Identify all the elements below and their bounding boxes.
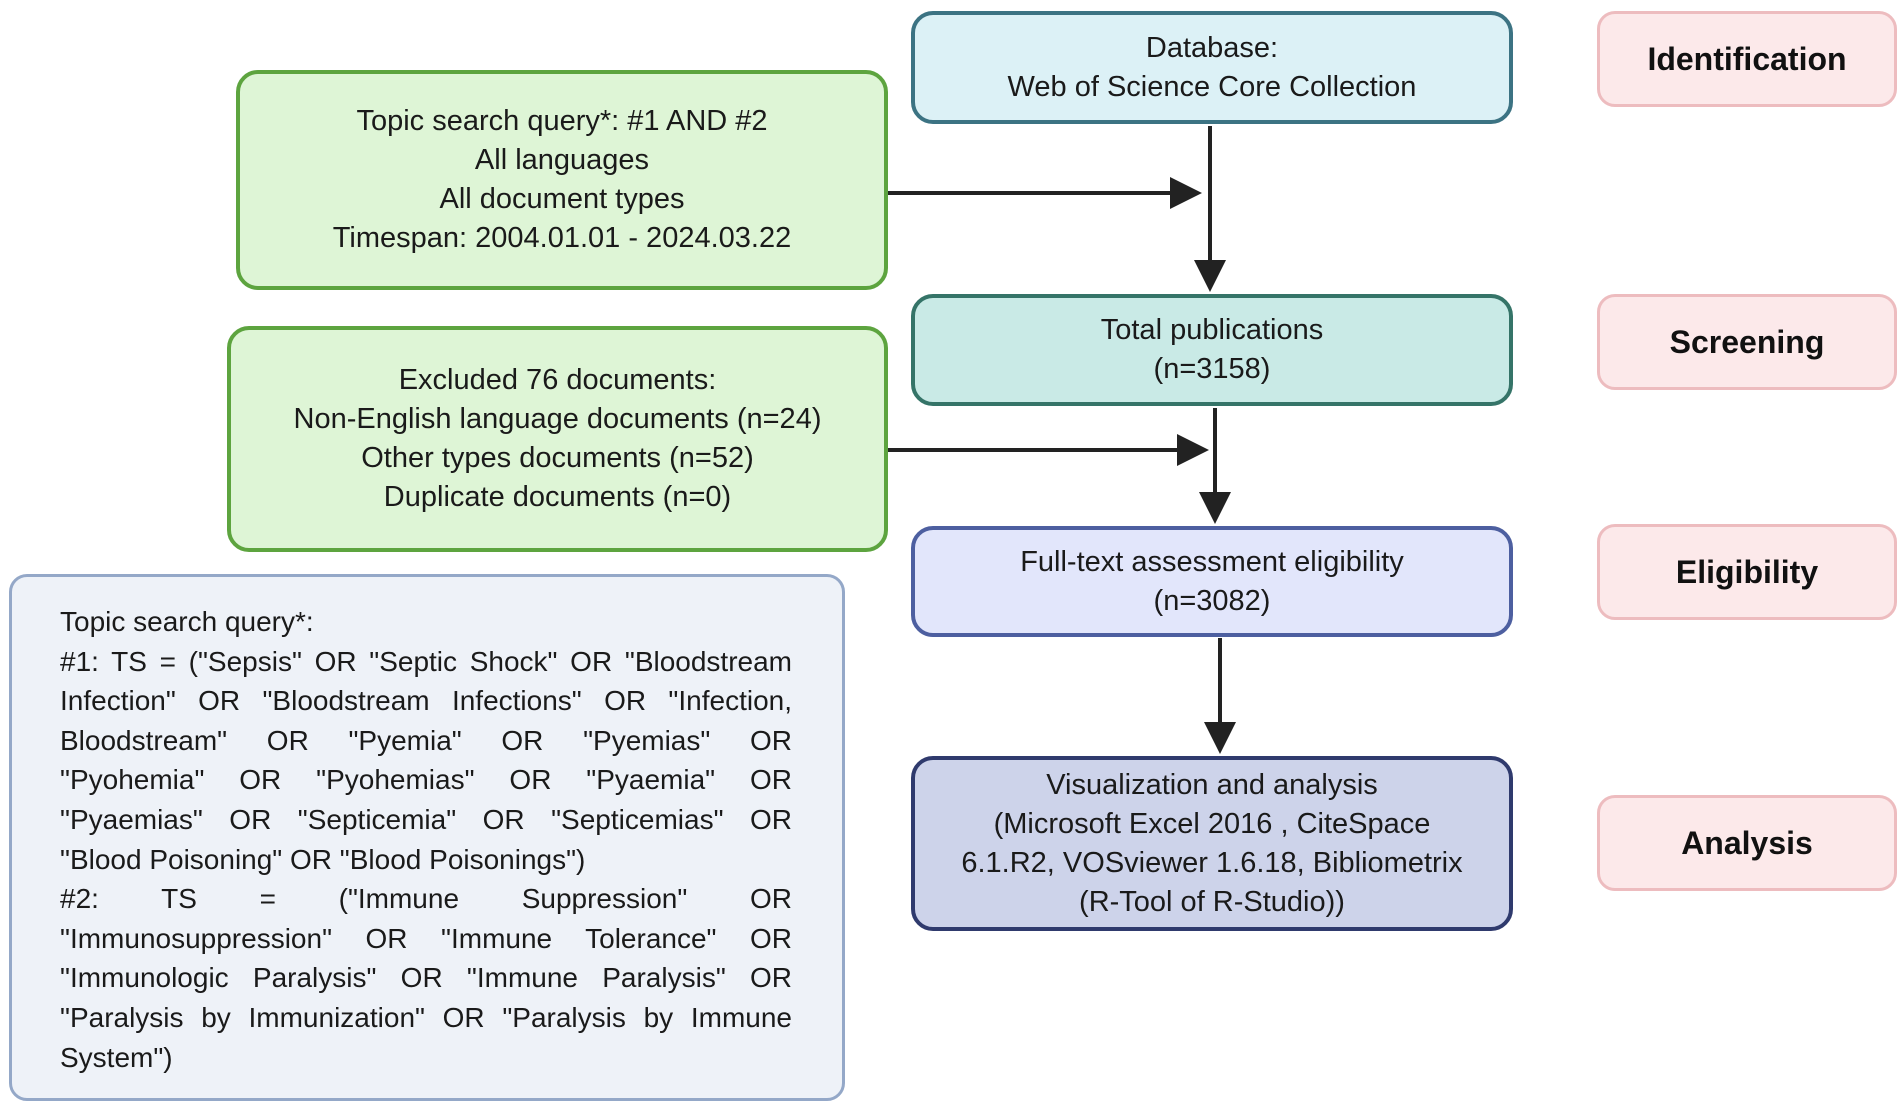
query-line: #1: TS = ("Sepsis" OR "Septic Shock" OR … — [60, 645, 792, 677]
analysis-line-1: Visualization and analysis — [1046, 768, 1378, 801]
eligibility-count: (n=3082) — [1153, 584, 1271, 617]
search-criteria-line-2: All languages — [474, 144, 650, 176]
search-criteria-line-3: All document types — [439, 183, 685, 215]
analysis-line-4: (R-Tool of R-Studio)) — [1079, 885, 1345, 918]
search-criteria-line-4: Timespan: 2004.01.01 - 2024.03.22 — [332, 222, 792, 254]
excluded-line-1: Excluded 76 documents: — [398, 364, 717, 396]
analysis-box: Visualization and analysis (Microsoft Ex… — [911, 756, 1513, 931]
query-line: "Pyohemia" OR "Pyohemias" OR "Pyaemia" O… — [60, 764, 792, 796]
search-query-note: Topic search query*: #1: TS = ("Sepsis" … — [9, 574, 845, 1101]
query-line: "Immunosuppression" OR "Immune Tolerance… — [60, 922, 792, 954]
query-line: Bloodstream" OR "Pyemia" OR "Pyemias" OR — [60, 724, 792, 756]
query-line: System") — [60, 1041, 173, 1073]
analysis-line-2: (Microsoft Excel 2016 , CiteSpace — [993, 807, 1431, 840]
query-line: Topic search query*: — [60, 606, 314, 637]
stage-eligibility: Eligibility — [1597, 524, 1897, 620]
query-line: "Blood Poisoning" OR "Blood Poisonings") — [60, 843, 586, 875]
excluded-line-2: Non-English language documents (n=24) — [293, 403, 822, 435]
excluded-line-4: Duplicate documents (n=0) — [383, 481, 732, 513]
database-line-1: Database: — [1145, 31, 1279, 64]
excluded-documents-box: Excluded 76 documents: Non-English langu… — [227, 326, 888, 552]
search-criteria-box: Topic search query*: #1 AND #2 All langu… — [236, 70, 888, 290]
total-publications-box: Total publications (n=3158) — [911, 294, 1513, 406]
search-criteria-line-1: Topic search query*: #1 AND #2 — [356, 105, 768, 137]
query-line: Infection" OR "Bloodstream Infections" O… — [60, 685, 792, 717]
excluded-line-3: Other types documents (n=52) — [361, 442, 754, 474]
query-line: "Pyaemias" OR "Septicemia" OR "Septicemi… — [60, 803, 792, 835]
eligibility-label: Full-text assessment eligibility — [1020, 545, 1404, 578]
query-line: #2: TS = ("Immune Suppression" OR — [60, 883, 792, 915]
stage-identification: Identification — [1597, 11, 1897, 107]
query-line: "Paralysis by Immunization" OR "Paralysi… — [60, 1001, 792, 1033]
analysis-line-3: 6.1.R2, VOSviewer 1.6.18, Bibliometrix — [961, 846, 1463, 879]
total-publications-count: (n=3158) — [1153, 353, 1271, 385]
query-line: "Immunologic Paralysis" OR "Immune Paral… — [60, 962, 792, 994]
total-publications-label: Total publications — [1100, 314, 1324, 346]
stage-analysis: Analysis — [1597, 795, 1897, 891]
stage-screening: Screening — [1597, 294, 1897, 390]
eligibility-box: Full-text assessment eligibility (n=3082… — [911, 526, 1513, 637]
database-line-2: Web of Science Core Collection — [1007, 70, 1417, 103]
database-box: Database: Web of Science Core Collection — [911, 11, 1513, 124]
